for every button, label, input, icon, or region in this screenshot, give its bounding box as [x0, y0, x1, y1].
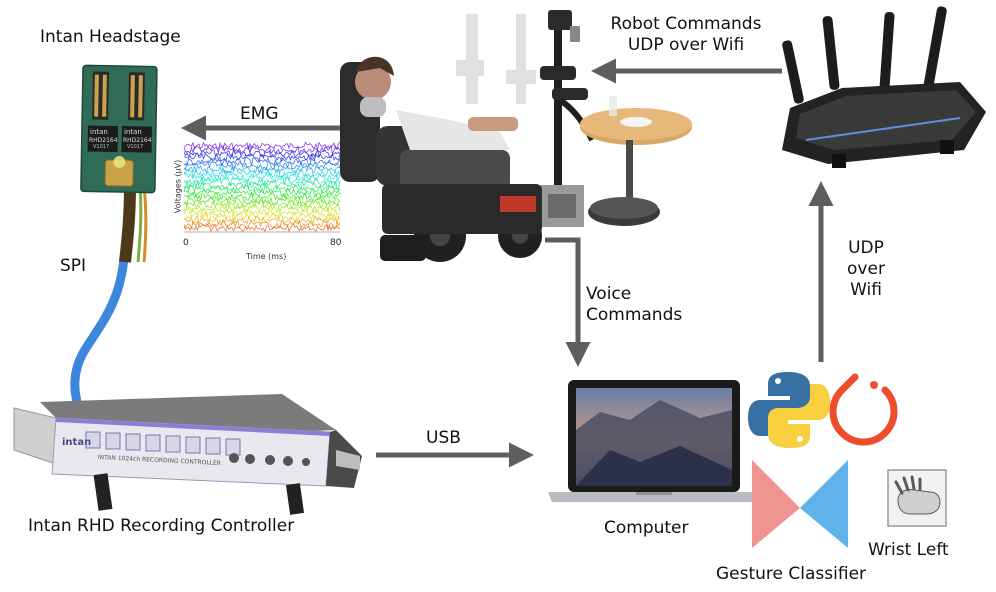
headstage-label: Intan Headstage [40, 27, 181, 47]
usb-label: USB [426, 428, 461, 448]
pytorch-logo-icon [829, 373, 898, 446]
chip-model-right: RHD2164 [123, 137, 152, 144]
emg-channel-trace [183, 183, 341, 195]
spi-label: SPI [60, 256, 87, 276]
chip-version-right: V1017 [127, 144, 144, 150]
emg-channel-trace [183, 187, 341, 198]
emg-label: EMG [240, 104, 279, 124]
emg-channel-trace [183, 164, 341, 175]
emg-channel-trace [183, 144, 341, 156]
emg-channel-trace [183, 199, 341, 210]
wheelchair-user [340, 56, 542, 262]
arrow-voice-commands [545, 237, 591, 368]
robot-commands-line2: UDP over Wifi [627, 35, 745, 55]
voice-commands-line2: Commands [586, 305, 683, 325]
controller-ports [85, 431, 241, 456]
headstage-board [80, 64, 158, 194]
wrist-left-label: Wrist Left [868, 540, 949, 560]
voice-commands-label: Voice Commands [586, 284, 682, 326]
chip-version-left: V1017 [93, 144, 110, 150]
spi-cable [70, 253, 129, 410]
computer-label: Computer [604, 518, 689, 538]
python-logo-icon [748, 372, 830, 448]
emg-channel-trace [183, 168, 341, 179]
emg-xtick-0: 0 [183, 238, 189, 248]
emg-channel-trace [183, 206, 341, 217]
router-antenna-2 [822, 16, 840, 90]
udp-line1: UDP [848, 238, 884, 258]
robot-commands-line1: Robot Commands [610, 14, 762, 34]
recording-controller-label: Intan RHD Recording Controller [28, 516, 295, 536]
emg-channel-trace [183, 219, 341, 230]
emg-channel-trace [183, 156, 341, 168]
emg-channel-trace [183, 202, 341, 215]
emg-channel-trace [183, 160, 341, 171]
chip-model-left: RHD2164 [89, 137, 118, 144]
robot-commands-label: Robot Commands UDP over Wifi [596, 14, 776, 56]
emg-channel-trace [183, 179, 341, 191]
emg-xlabel: Time (ms) [246, 252, 287, 261]
voice-commands-line1: Voice [586, 284, 632, 304]
round-table [580, 96, 692, 226]
emg-xtick-1: 80 [330, 238, 342, 248]
emg-channel-trace [183, 148, 341, 160]
emg-channel-trace [183, 141, 341, 152]
emg-channel-trace [183, 152, 341, 163]
router-antenna-4 [923, 6, 947, 92]
emg-channel-trace [183, 211, 341, 222]
robot-arm [540, 10, 595, 227]
router-antenna-1 [782, 40, 804, 104]
headstage-wires [119, 184, 136, 263]
chip-brand-left: intan [90, 128, 108, 136]
udp-line2: over [847, 259, 885, 279]
bowtie-left-wedge [752, 460, 800, 548]
gesture-classifier-label: Gesture Classifier [716, 564, 867, 584]
udp-line3: Wifi [850, 280, 882, 300]
udp-over-wifi-label: UDP over Wifi [836, 238, 896, 301]
bowtie-right-wedge [800, 460, 848, 548]
router-antenna-3 [879, 12, 895, 92]
controller-brand: intan [62, 437, 92, 448]
laptop-base [548, 492, 760, 502]
chip-brand-right: intan [124, 128, 142, 136]
emg-channel-trace [183, 176, 341, 187]
emg-channel-trace [183, 222, 341, 233]
